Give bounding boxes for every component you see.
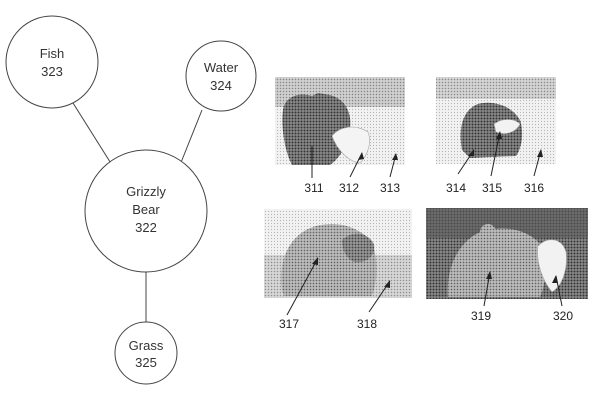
node-fish: Fish 323 (6, 16, 98, 108)
photo-4 (426, 208, 588, 299)
node-water-label: Water (204, 60, 239, 75)
node-grass-label: Grass (129, 338, 164, 353)
knowledge-graph: Fish 323 Water 324 Grizzly Bear 322 Gras… (6, 16, 256, 384)
node-fish-number: 323 (41, 64, 63, 79)
ref-315: 315 (482, 181, 502, 195)
edge-fish-grizzly (73, 103, 112, 165)
node-fish-label: Fish (40, 46, 65, 61)
ref-316: 316 (524, 181, 544, 195)
ref-320: 320 (553, 309, 573, 323)
node-water-number: 324 (210, 78, 232, 93)
ref-311: 311 (304, 181, 323, 195)
edge-water-grizzly (180, 110, 202, 165)
ref-312: 312 (339, 181, 359, 195)
photo-1 (275, 77, 405, 165)
node-water: Water 324 (186, 41, 256, 111)
node-grass: Grass 325 (115, 322, 177, 384)
ref-318: 318 (357, 317, 377, 331)
ref-319: 319 (471, 309, 491, 323)
node-grizzly-number: 322 (135, 220, 157, 235)
node-grass-number: 325 (135, 355, 157, 370)
node-grizzly-label-line1: Grizzly (126, 184, 166, 199)
ref-314: 314 (446, 181, 466, 195)
ref-313: 313 (380, 181, 400, 195)
ref-317: 317 (279, 317, 299, 331)
node-grizzly-label-line2: Bear (132, 202, 160, 217)
node-grizzly-bear: Grizzly Bear 322 (85, 150, 207, 272)
